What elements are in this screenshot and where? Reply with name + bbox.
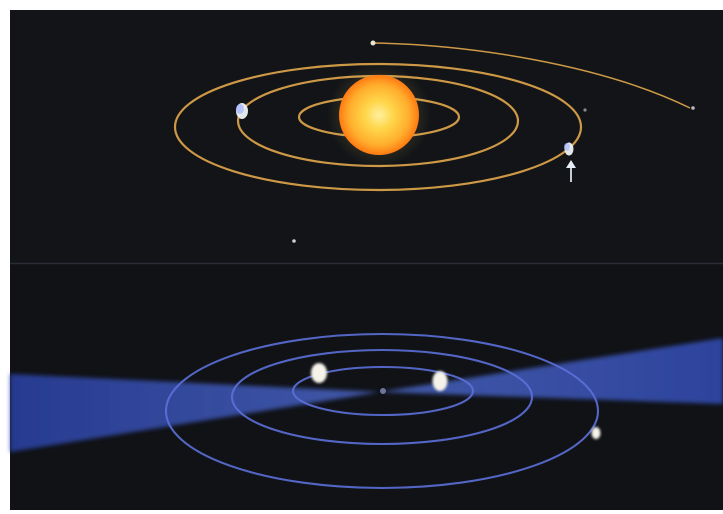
blue-beam-left bbox=[10, 374, 380, 452]
moon-small bbox=[591, 427, 601, 439]
inner-blue-orbit bbox=[291, 365, 475, 417]
center-point bbox=[380, 388, 386, 394]
bottom-scene bbox=[10, 332, 723, 490]
arrow-marker bbox=[566, 160, 576, 182]
planet-left bbox=[236, 103, 248, 119]
blue-beam-right bbox=[380, 338, 723, 404]
small-star bbox=[583, 108, 587, 112]
top-scene bbox=[173, 40, 695, 243]
comet-trail bbox=[374, 42, 691, 109]
sun bbox=[339, 75, 419, 155]
middle-blue-orbit bbox=[230, 348, 534, 446]
moon-right bbox=[432, 371, 448, 391]
planet-right bbox=[564, 142, 574, 156]
distant-star bbox=[691, 106, 695, 110]
moon-left bbox=[311, 363, 327, 383]
star-dot bbox=[292, 239, 296, 243]
outer-blue-orbit bbox=[164, 332, 600, 490]
comet-head bbox=[370, 40, 376, 46]
